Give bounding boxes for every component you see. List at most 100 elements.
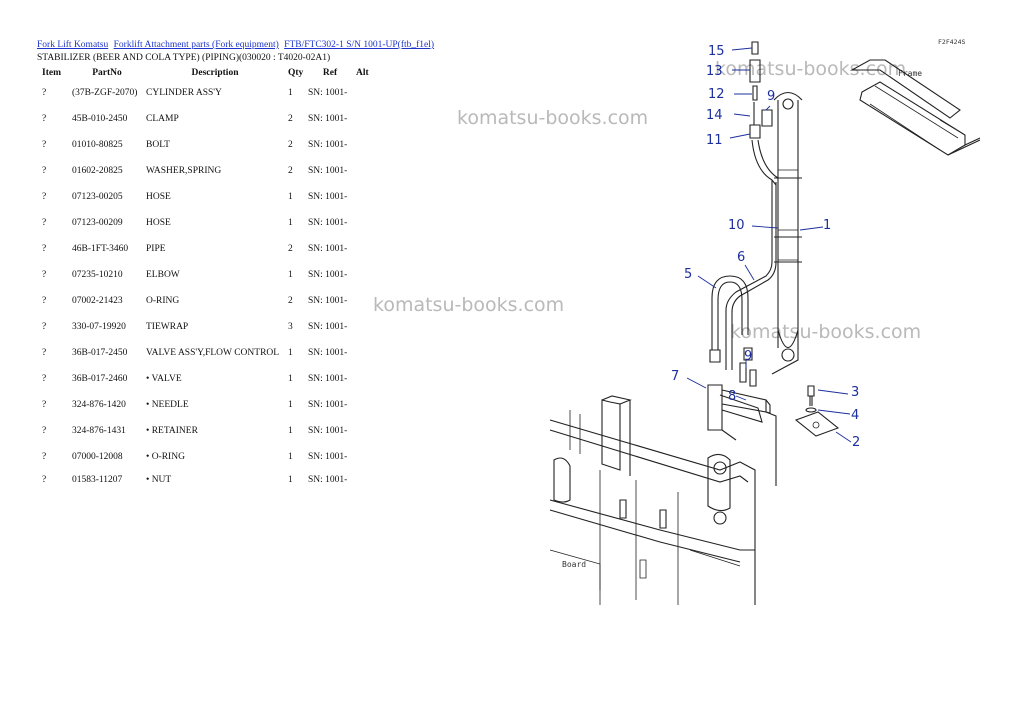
cell-description: HOSE bbox=[146, 192, 171, 202]
cell-alt bbox=[354, 340, 376, 366]
cell-qty: 1 bbox=[288, 88, 293, 98]
cell-ref: SN: 1001- bbox=[308, 218, 348, 228]
breadcrumb-link-category[interactable]: Forklift Attachment parts (Fork equipmen… bbox=[113, 40, 279, 50]
cell-alt bbox=[354, 158, 376, 184]
cell-item: ? bbox=[42, 426, 47, 436]
cell-description: O-RING bbox=[146, 296, 180, 306]
table-row: ? 36B-017-2450 VALVE ASS'Y,FLOW CONTROL 1 SN… bbox=[36, 340, 376, 366]
cell-item: ? bbox=[42, 192, 47, 202]
cell-qty: 1 bbox=[288, 475, 293, 485]
cell-partno: 07123-00205 bbox=[72, 192, 123, 202]
cell-alt bbox=[354, 210, 376, 236]
cell-qty: 2 bbox=[288, 166, 293, 176]
column-header-item: Item bbox=[42, 68, 61, 78]
cell-qty: 1 bbox=[288, 426, 293, 436]
cell-item: ? bbox=[42, 218, 47, 228]
breadcrumb-link-model[interactable]: FTB/FTC302-1 S/N 1001-UP(ftb_f1el) bbox=[284, 40, 435, 50]
cell-ref: SN: 1001- bbox=[308, 270, 348, 280]
cell-partno: (37B-ZGF-2070) bbox=[72, 88, 138, 98]
column-header-description: Description bbox=[191, 68, 239, 78]
cell-ref: SN: 1001- bbox=[308, 348, 348, 358]
cell-item: ? bbox=[42, 374, 47, 384]
cell-ref: SN: 1001- bbox=[308, 166, 348, 176]
cell-item: ? bbox=[42, 88, 47, 98]
cell-item: ? bbox=[42, 270, 47, 280]
callout-14: 14 bbox=[706, 108, 723, 123]
cell-qty: 1 bbox=[288, 400, 293, 410]
callout-15: 15 bbox=[708, 44, 725, 59]
cell-alt bbox=[354, 470, 376, 490]
cell-qty: 2 bbox=[288, 114, 293, 124]
callout-2: 2 bbox=[852, 435, 860, 450]
cell-description: CLAMP bbox=[146, 114, 179, 124]
cell-description: ELBOW bbox=[146, 270, 180, 280]
cell-ref: SN: 1001- bbox=[308, 452, 348, 462]
cell-item: ? bbox=[42, 348, 47, 358]
cell-alt bbox=[354, 444, 376, 470]
cell-ref: SN: 1001- bbox=[308, 140, 348, 150]
cell-qty: 2 bbox=[288, 296, 293, 306]
diagram-corner-code: F2F424S bbox=[938, 38, 965, 46]
cell-alt bbox=[354, 314, 376, 340]
column-header-partno: PartNo bbox=[92, 68, 122, 78]
cell-alt bbox=[354, 80, 376, 106]
cell-qty: 3 bbox=[288, 322, 293, 332]
cell-item: ? bbox=[42, 244, 47, 254]
callout-5: 5 bbox=[684, 267, 692, 282]
cell-ref: SN: 1001- bbox=[308, 296, 348, 306]
cell-qty: 1 bbox=[288, 192, 293, 202]
cell-alt bbox=[354, 418, 376, 444]
cell-partno: 330-07-19920 bbox=[72, 322, 126, 332]
callout-10: 10 bbox=[728, 218, 745, 233]
cylinder-drawing bbox=[773, 91, 803, 362]
callout-13: 13 bbox=[706, 64, 723, 79]
cell-description: TIEWRAP bbox=[146, 322, 189, 332]
cell-qty: 1 bbox=[288, 270, 293, 280]
cell-description: • O-RING bbox=[146, 452, 185, 462]
callout-7: 7 bbox=[671, 369, 679, 384]
callout-9-top: 9 bbox=[767, 89, 775, 104]
callout-9-bottom: 9 bbox=[744, 349, 752, 364]
watermark: komatsu-books.com bbox=[457, 107, 649, 129]
cell-partno: 36B-017-2450 bbox=[72, 348, 128, 358]
cell-description: VALVE ASS'Y,FLOW CONTROL bbox=[146, 348, 280, 358]
watermark: komatsu-books.com bbox=[373, 294, 565, 316]
cell-item: ? bbox=[42, 452, 47, 462]
cell-description: • NEEDLE bbox=[146, 400, 189, 410]
cell-item: ? bbox=[42, 475, 47, 485]
cell-ref: SN: 1001- bbox=[308, 475, 348, 485]
cell-description: BOLT bbox=[146, 140, 170, 150]
cell-alt bbox=[354, 184, 376, 210]
cell-alt bbox=[354, 236, 376, 262]
breadcrumb: Fork Lift Komatsu Forklift Attachment pa… bbox=[37, 40, 437, 50]
cell-ref: SN: 1001- bbox=[308, 322, 348, 332]
hose-drawing bbox=[709, 41, 779, 370]
cell-alt bbox=[354, 366, 376, 392]
table-header-row: Item PartNo Description Qty Ref Alt bbox=[36, 66, 376, 80]
callout-3: 3 bbox=[851, 385, 859, 400]
cell-description: • VALVE bbox=[146, 374, 182, 384]
cell-qty: 1 bbox=[288, 348, 293, 358]
cell-qty: 2 bbox=[288, 140, 293, 150]
table-row: ? 01602-20825 WASHER,SPRING 2 SN: 1001- bbox=[36, 158, 376, 184]
cell-partno: 01602-20825 bbox=[72, 166, 123, 176]
cell-ref: SN: 1001- bbox=[308, 374, 348, 384]
cell-item: ? bbox=[42, 140, 47, 150]
cell-partno: 46B-1FT-3460 bbox=[72, 244, 129, 254]
cell-item: ? bbox=[42, 114, 47, 124]
cell-partno: 07235-10210 bbox=[72, 270, 123, 280]
cell-ref: SN: 1001- bbox=[308, 88, 348, 98]
column-header-ref: Ref bbox=[322, 68, 338, 78]
cell-item: ? bbox=[42, 166, 47, 176]
valve-drawing bbox=[707, 348, 840, 486]
cell-description: WASHER,SPRING bbox=[146, 166, 222, 176]
breadcrumb-link-brand[interactable]: Fork Lift Komatsu bbox=[37, 40, 109, 50]
cell-partno: 324-876-1420 bbox=[72, 400, 126, 410]
